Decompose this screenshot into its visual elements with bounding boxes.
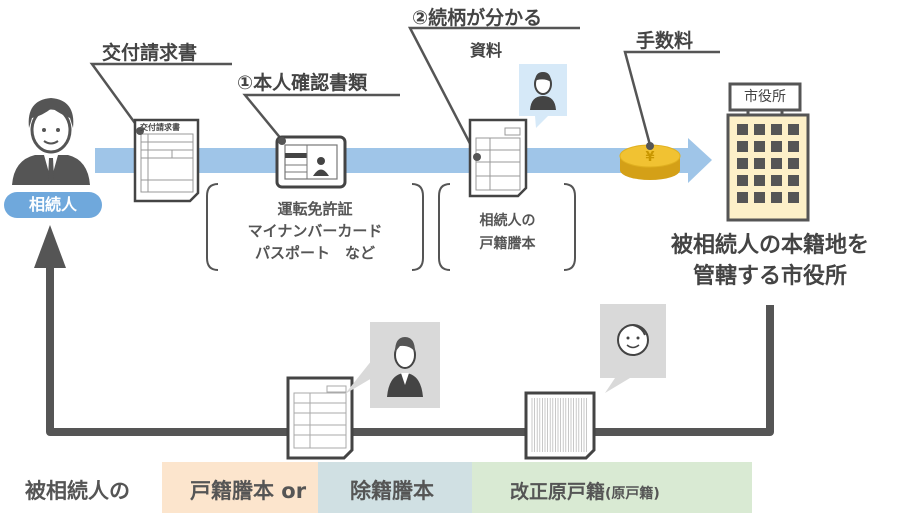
window-icon xyxy=(754,141,765,152)
id-card-icon xyxy=(275,135,347,189)
relation-example: 戸籍謄本 xyxy=(479,236,536,252)
speech-bubble-heir-icon xyxy=(519,64,567,128)
window-icon xyxy=(788,141,799,152)
relation-documents-label-2: 資料 xyxy=(470,41,503,60)
window-icon xyxy=(788,192,799,203)
id-example: マイナンバーカード xyxy=(247,222,383,240)
bottom-prefix: 被相続人の xyxy=(25,479,130,503)
window-icon xyxy=(771,141,782,152)
heir-label: 相続人 xyxy=(28,195,77,214)
window-icon xyxy=(788,124,799,135)
city-hall-caption: 被相続人の本籍地を 管轄する市役所 xyxy=(640,230,900,292)
item3-bg xyxy=(472,462,752,513)
original-register-label: 改正原戸籍 xyxy=(510,481,606,503)
speech-bubble-baby-icon xyxy=(600,304,666,393)
window-icon xyxy=(737,124,748,135)
revised-original-family-register-document-icon xyxy=(524,391,596,460)
speech-bubble-elderly-icon xyxy=(345,322,440,408)
coin-icon: ¥ xyxy=(619,142,681,180)
family-register-document-icon xyxy=(468,118,528,198)
original-register-note: (原戸籍) xyxy=(605,486,660,502)
relation-example: 相続人の xyxy=(479,213,536,229)
bottom-item-original-register: 改正原戸籍(原戸籍) xyxy=(510,477,660,504)
window-icon xyxy=(754,175,765,186)
heir-person-icon xyxy=(12,98,90,185)
window-icon xyxy=(771,124,782,135)
id-example: パスポート など xyxy=(254,244,375,262)
window-icon xyxy=(737,158,748,169)
request-form-label: 交付請求書 xyxy=(102,42,198,64)
request-form-document-icon xyxy=(133,118,200,203)
window-icon xyxy=(771,158,782,169)
id-example: 運転免許証 xyxy=(277,200,353,218)
window-icon xyxy=(754,124,765,135)
bottom-item-family-register: 戸籍謄本 or xyxy=(190,479,307,503)
up-arrow-icon xyxy=(34,225,66,268)
city-hall-building-icon xyxy=(726,82,810,222)
window-icon xyxy=(771,175,782,186)
window-icon xyxy=(737,141,748,152)
item2-bg xyxy=(318,462,472,513)
fee-label: 手数料 xyxy=(636,30,694,52)
deceased-family-register-document-icon xyxy=(286,376,354,460)
city-hall-caption-line: 被相続人の本籍地を xyxy=(670,233,869,258)
window-icon xyxy=(754,158,765,169)
relation-documents-label: ②続柄が分かる xyxy=(412,7,543,29)
relation-examples-list: 相続人の 戸籍謄本 xyxy=(445,210,570,256)
bottom-item-removed-register: 除籍謄本 xyxy=(350,479,434,503)
window-icon xyxy=(788,175,799,186)
window-icon xyxy=(737,192,748,203)
item1-bg xyxy=(162,462,318,513)
heir-pill: 相続人 xyxy=(4,192,102,218)
city-hall-sign: 市役所 xyxy=(744,89,786,105)
id-documents-label: ①本人確認書類 xyxy=(237,72,368,94)
window-icon xyxy=(771,192,782,203)
svg-text:¥: ¥ xyxy=(645,150,654,165)
return-flow-line xyxy=(34,225,774,436)
window-icon xyxy=(737,175,748,186)
request-form-doc-title: 交付請求書 xyxy=(140,123,180,132)
window-icon xyxy=(788,158,799,169)
brackets xyxy=(206,183,576,271)
city-hall-caption-line: 管轄する市役所 xyxy=(692,264,847,289)
leader-lines xyxy=(89,26,720,158)
id-examples-list: 運転免許証 マイナンバーカード パスポート など xyxy=(215,198,415,264)
window-icon xyxy=(754,192,765,203)
